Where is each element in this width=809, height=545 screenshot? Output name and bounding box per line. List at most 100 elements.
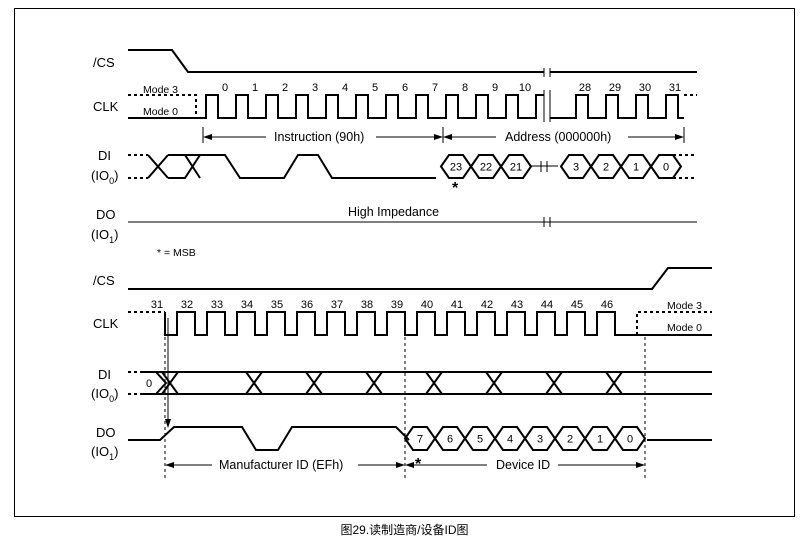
instruction-label: Instruction (90h) bbox=[274, 130, 364, 144]
bottom-do-sub-label: (IO1) bbox=[91, 444, 118, 462]
bottom-di-label: DI bbox=[98, 367, 111, 382]
top-clock-number: 2 bbox=[282, 82, 288, 94]
top-clk-waveform bbox=[128, 94, 544, 119]
top-mode3-dashed bbox=[128, 94, 197, 118]
high-impedance-label: High Impedance bbox=[348, 205, 439, 219]
top-section: /CS CLK DI (IO0) DO (IO1) Mode 3 Mode 0 … bbox=[91, 49, 697, 259]
bottom-do-bit: 7 bbox=[417, 434, 423, 446]
top-di-bit: 21 bbox=[510, 162, 522, 174]
address-label: Address (000000h) bbox=[505, 130, 611, 144]
bottom-clk-waveform bbox=[164, 311, 712, 336]
bottom-msb-star: * bbox=[415, 456, 422, 473]
instr-arrow-left-head bbox=[203, 134, 212, 140]
top-clock-number: 6 bbox=[402, 82, 408, 94]
bottom-do-bit: 3 bbox=[537, 434, 543, 446]
mfr-arrow-left-head bbox=[165, 462, 174, 468]
top-do-label: DO bbox=[96, 207, 116, 222]
top-di-bit: 22 bbox=[480, 162, 492, 174]
bottom-cs-waveform bbox=[128, 267, 712, 290]
bottom-di-crossing bbox=[365, 371, 383, 395]
bottom-do-bit: 1 bbox=[597, 434, 603, 446]
bottom-clock-number: 36 bbox=[301, 299, 313, 311]
bottom-clock-number: 45 bbox=[571, 299, 583, 311]
figure-caption: 图29.读制造商/设备ID图 bbox=[340, 523, 469, 537]
top-di-dashed-start bbox=[128, 154, 148, 179]
top-msb-star: * bbox=[452, 180, 459, 197]
top-clock-number: 9 bbox=[492, 82, 498, 94]
bottom-do-bit-shape bbox=[613, 426, 647, 451]
bottom-do-bit: 0 bbox=[627, 434, 633, 446]
top-mode0-label: Mode 0 bbox=[143, 106, 178, 118]
bottom-clock-number: 39 bbox=[391, 299, 403, 311]
top-clock-number: 29 bbox=[609, 82, 621, 94]
diagram-frame bbox=[14, 8, 795, 517]
top-mode3-label: Mode 3 bbox=[143, 84, 178, 96]
bottom-do-bit: 5 bbox=[477, 434, 483, 446]
top-clock-number: 5 bbox=[372, 82, 378, 94]
bottom-do-bit: 4 bbox=[507, 434, 513, 446]
bottom-di-dontcare bbox=[156, 371, 712, 395]
device-id-label: Device ID bbox=[496, 458, 550, 472]
top-di-bit: 0 bbox=[663, 162, 669, 174]
top-di-waveform bbox=[185, 154, 436, 179]
top-di-dashed-end bbox=[673, 154, 697, 179]
top-clock-number: 8 bbox=[462, 82, 468, 94]
clk-to-do-arrow-head bbox=[165, 419, 171, 428]
mfr-arrow-right-head bbox=[396, 462, 405, 468]
top-di-dontcare bbox=[147, 154, 201, 179]
bottom-di-first-bit: 0 bbox=[146, 378, 152, 390]
msb-note: * = MSB bbox=[157, 247, 196, 259]
top-clock-number: 3 bbox=[312, 82, 318, 94]
addr-arrow-right-head bbox=[675, 134, 684, 140]
top-cs-waveform bbox=[128, 49, 697, 73]
bottom-clock-number: 35 bbox=[271, 299, 283, 311]
top-clock-number: 1 bbox=[252, 82, 258, 94]
bottom-di-crossing bbox=[305, 371, 323, 395]
bottom-cs-label: /CS bbox=[93, 273, 115, 288]
bottom-di-crossing bbox=[245, 371, 263, 395]
bottom-clock-number: 34 bbox=[241, 299, 253, 311]
dev-arrow-left-head bbox=[405, 462, 414, 468]
bottom-do-bit: 2 bbox=[567, 434, 573, 446]
top-di-bit: 3 bbox=[573, 162, 579, 174]
top-clock-number: 31 bbox=[669, 82, 681, 94]
bottom-do-waveform bbox=[128, 426, 410, 451]
bottom-clock-number: 46 bbox=[601, 299, 613, 311]
top-clock-number: 28 bbox=[579, 82, 591, 94]
top-di-sub-label: (IO0) bbox=[91, 168, 118, 186]
bottom-clk-label: CLK bbox=[93, 316, 119, 331]
instr-arrow-right-head bbox=[434, 134, 443, 140]
bottom-clock-number: 42 bbox=[481, 299, 493, 311]
bottom-do-bit-cells: 7 6 5 4 3 2 1 0 bbox=[403, 426, 647, 451]
bottom-clock-number: 31 bbox=[151, 299, 163, 311]
bottom-di-crossing bbox=[161, 371, 179, 395]
top-cs-label: /CS bbox=[93, 55, 115, 70]
bottom-clock-number: 41 bbox=[451, 299, 463, 311]
top-di-bit-shape bbox=[649, 154, 683, 179]
bottom-clock-number: 43 bbox=[511, 299, 523, 311]
bottom-di-crossing bbox=[425, 371, 443, 395]
top-clock-number: 10 bbox=[519, 82, 531, 94]
top-clock-number: 7 bbox=[432, 82, 438, 94]
bottom-di-rails bbox=[156, 371, 712, 395]
bottom-clk-dashed-end bbox=[636, 311, 712, 335]
bottom-clock-number: 44 bbox=[541, 299, 553, 311]
bottom-mode0-label: Mode 0 bbox=[667, 322, 702, 334]
bottom-do-bit: 6 bbox=[447, 434, 453, 446]
top-clock-number: 0 bbox=[222, 82, 228, 94]
bottom-di-sub-label: (IO0) bbox=[91, 386, 118, 404]
bottom-di-crossing bbox=[545, 371, 563, 395]
top-di-label: DI bbox=[98, 148, 111, 163]
top-di-bit: 2 bbox=[603, 162, 609, 174]
bottom-clock-number: 40 bbox=[421, 299, 433, 311]
top-do-sub-label: (IO1) bbox=[91, 227, 118, 245]
bottom-di-crossing bbox=[605, 371, 623, 395]
bottom-clock-number: 33 bbox=[211, 299, 223, 311]
addr-arrow-left-head bbox=[443, 134, 452, 140]
bottom-di-dashed-start bbox=[128, 371, 140, 395]
bottom-do-label: DO bbox=[96, 425, 116, 440]
